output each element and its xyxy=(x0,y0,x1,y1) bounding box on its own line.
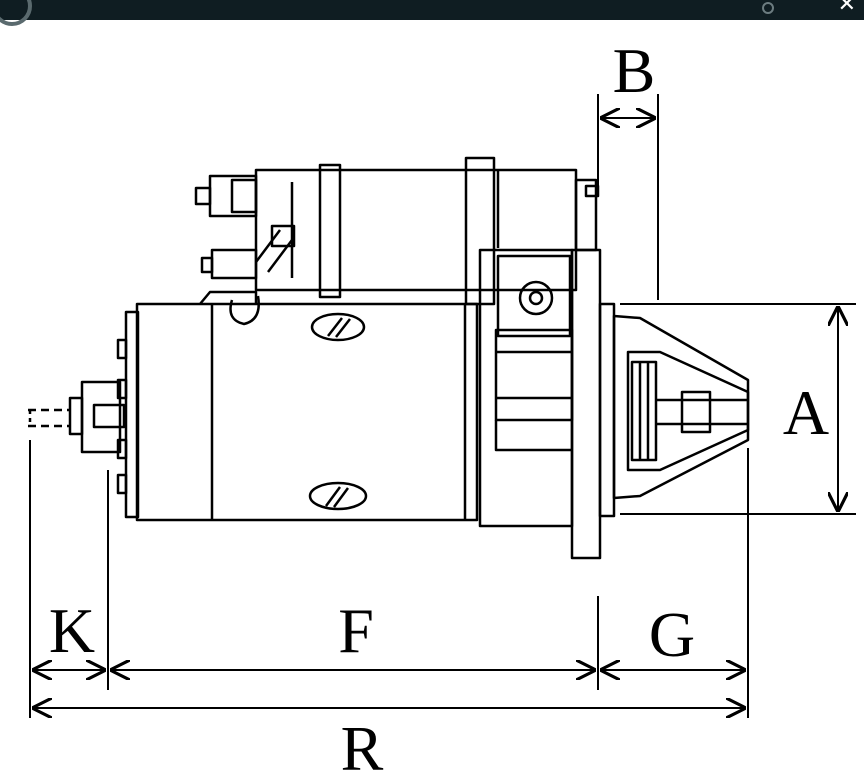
starter-motor-outline xyxy=(28,156,750,560)
label-b: B xyxy=(613,35,656,106)
user-icon[interactable] xyxy=(762,2,774,14)
screw-top xyxy=(310,312,366,342)
close-icon[interactable]: ✕ xyxy=(837,0,856,17)
label-k: K xyxy=(49,595,95,666)
motor-housing xyxy=(135,302,479,522)
label-f: F xyxy=(338,595,374,666)
label-a: A xyxy=(783,377,829,448)
pinion-nose xyxy=(612,314,750,500)
top-bar: ✕ xyxy=(0,0,864,26)
solenoid xyxy=(254,168,578,292)
rear-terminal xyxy=(80,380,122,454)
terminal-bottom xyxy=(210,248,258,280)
label-g: G xyxy=(649,599,695,670)
screw-bottom xyxy=(308,481,368,511)
end-cap xyxy=(124,310,140,519)
refresh-icon[interactable] xyxy=(0,0,32,26)
mounting-flange xyxy=(570,248,602,560)
dimension-lines xyxy=(29,94,856,718)
dimension-labels: B A K F G R xyxy=(49,35,829,772)
label-r: R xyxy=(341,713,384,772)
